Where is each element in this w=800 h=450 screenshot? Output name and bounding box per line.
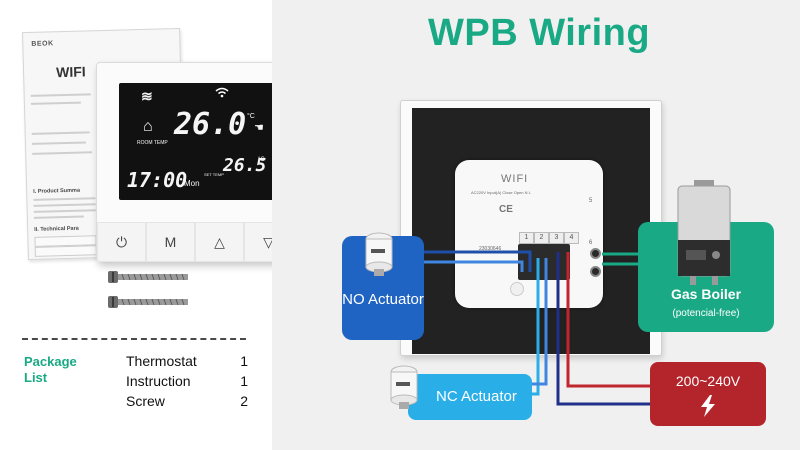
- wire-power-live: [566, 252, 650, 388]
- terminal-number: 3: [549, 232, 564, 244]
- thermostat-device: ≋ ⌂ ROOM TEMP 26.0 °C ☚ 17:00 Mon SET TE…: [96, 62, 294, 262]
- actuator-image: [390, 365, 418, 409]
- gas-boiler-sublabel: (potencial-free): [672, 308, 740, 319]
- manual-line: [31, 131, 90, 135]
- manual-line: [33, 203, 96, 207]
- wire-no-1: [424, 250, 532, 272]
- wiring-lines: [424, 250, 650, 406]
- package-item-qty: 1: [240, 373, 248, 389]
- gas-boiler-image: [677, 180, 731, 285]
- weekday: Mon: [184, 179, 200, 188]
- product-panel: BEOK WIFI I. Product Summa II. Technical…: [0, 0, 294, 450]
- manual-line: [31, 141, 86, 145]
- room-temp-unit: °C: [247, 113, 255, 120]
- manual-line: [32, 151, 93, 155]
- module-terminal-legend: AC220V Input(A) Close Open N L: [471, 190, 531, 195]
- terminal-number: 5: [589, 198, 593, 204]
- room-temp-label: ROOM TEMP: [137, 140, 168, 146]
- page-title: WPB Wiring: [428, 12, 651, 54]
- manual-line: [33, 215, 84, 219]
- module-serial: 23030646: [479, 246, 502, 252]
- wire-nc-1: [532, 258, 540, 396]
- wiring-module: WIFI AC220V Input(A) Close Open N L CE 1…: [455, 160, 603, 308]
- hand-icon: ☚: [254, 122, 264, 134]
- lightning-icon: [698, 395, 718, 422]
- manual-section-heading: II. Technical Para: [34, 225, 79, 233]
- terminal-number: 2: [534, 232, 549, 244]
- power-button[interactable]: ⏻: [97, 222, 146, 262]
- screw-image: [108, 271, 188, 283]
- home-icon: ⌂: [143, 118, 153, 135]
- terminal-number: 1: [519, 232, 534, 244]
- power-supply-box: 200~240V: [650, 362, 766, 426]
- module-wifi-label: WIFI: [501, 173, 529, 185]
- manual-line: [33, 209, 96, 213]
- actuator-image: [365, 232, 393, 276]
- manual-section-heading: I. Product Summa: [33, 187, 81, 195]
- terminal-number: 4: [564, 232, 579, 244]
- manual-table-cell: [34, 245, 97, 257]
- list-item: Thermostat 1: [126, 353, 248, 373]
- up-button[interactable]: △: [195, 222, 244, 262]
- module-knob: [510, 282, 524, 296]
- wire-nc-2: [532, 258, 548, 386]
- room-temperature: 26.0: [174, 107, 247, 142]
- package-item-name: Instruction: [126, 373, 191, 389]
- terminal-block: 1 2 3 4: [519, 232, 579, 244]
- package-item-qty: 2: [240, 393, 248, 409]
- no-actuator-label: NO Actuator: [342, 291, 424, 308]
- nc-actuator-box: NC Actuator: [408, 374, 532, 420]
- package-list: Thermostat 1 Instruction 1 Screw 2: [126, 353, 248, 413]
- gas-boiler-label: Gas Boiler: [670, 286, 742, 302]
- manual-line: [30, 101, 81, 105]
- manual-title: WIFI: [55, 63, 86, 81]
- package-item-qty: 1: [240, 353, 248, 369]
- manual-brand: BEOK: [31, 40, 54, 48]
- terminal-screw: [590, 248, 601, 259]
- power-voltage-label: 200~240V: [675, 373, 741, 389]
- dashed-divider: [22, 338, 246, 340]
- mode-button[interactable]: M: [146, 222, 195, 262]
- wifi-icon: [215, 87, 229, 101]
- wire-no-2: [424, 260, 524, 272]
- list-item: Screw 2: [126, 393, 248, 413]
- list-item: Instruction 1: [126, 373, 248, 393]
- wire-power-neutral: [556, 252, 650, 406]
- set-temp-label: SET TEMP: [204, 172, 224, 177]
- wiring-panel: WPB Wiring WIFI AC220V Input(A) Close Op…: [272, 0, 800, 450]
- heat-waves-icon: ≋: [141, 88, 153, 104]
- pin-connector: [518, 244, 570, 280]
- manual-line: [30, 93, 91, 97]
- package-item-name: Thermostat: [126, 353, 197, 369]
- set-temp-unit: °C: [258, 157, 265, 163]
- nc-actuator-label: NC Actuator: [436, 388, 517, 405]
- thermostat-display: ≋ ⌂ ROOM TEMP 26.0 °C ☚ 17:00 Mon SET TE…: [119, 83, 274, 200]
- set-temperature: 26.5: [223, 155, 267, 176]
- screw-image: [108, 296, 188, 308]
- thermostat-buttons: ⏻ M △ ▽: [97, 222, 293, 262]
- ce-mark: CE: [499, 204, 513, 215]
- terminal-number: 6: [589, 240, 593, 246]
- package-list-title: Package List: [24, 354, 77, 385]
- package-item-name: Screw: [126, 393, 165, 409]
- terminal-screw: [590, 266, 601, 277]
- manual-line: [33, 197, 96, 201]
- clock-time: 17:00: [127, 168, 188, 192]
